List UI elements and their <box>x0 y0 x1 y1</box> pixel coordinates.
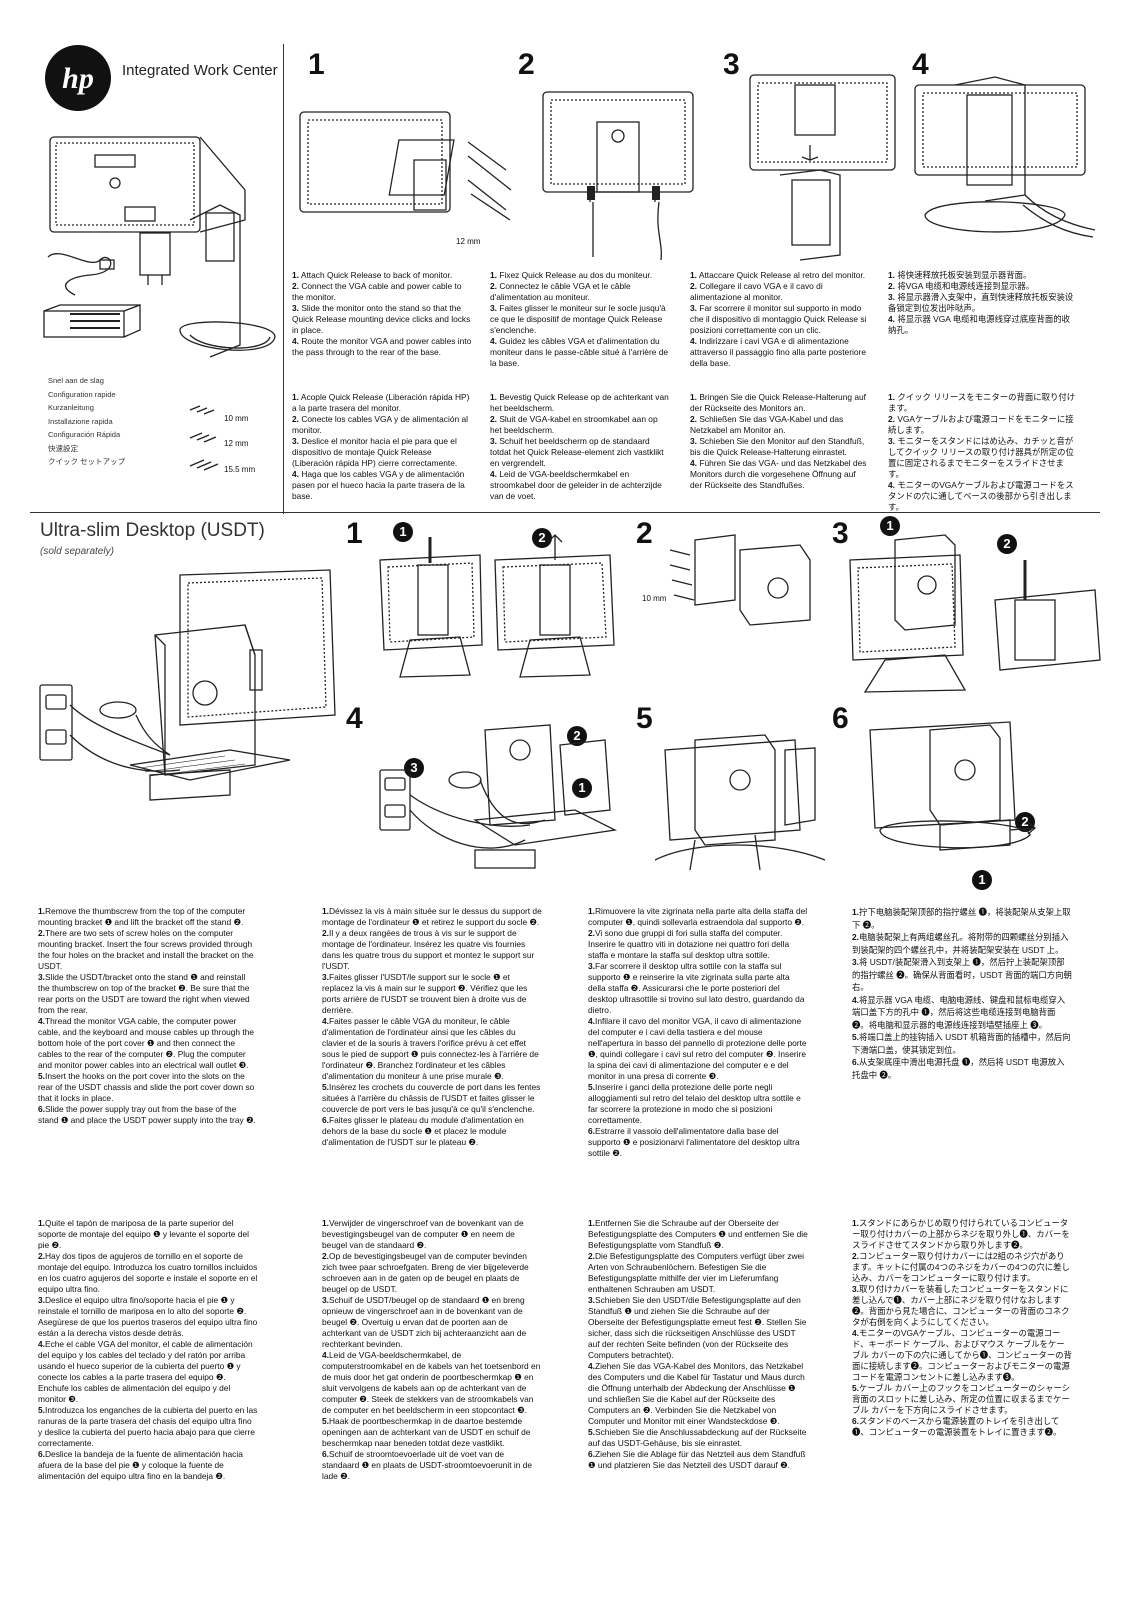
top-step-number-1: 1 <box>308 48 325 81</box>
top-instructions-nl: 1. Bevestig Quick Release op de achterka… <box>490 392 669 501</box>
callout-step4-3: 3 <box>404 758 424 778</box>
top-step-1-illustration <box>299 111 512 221</box>
usdt-subtitle: (sold separately) <box>40 546 114 557</box>
language-legend: Snel aan de slag Configuration rapide Ku… <box>48 374 125 469</box>
callout-step3-2: 2 <box>997 534 1017 554</box>
usdt-title: Ultra-slim Desktop (USDT) <box>40 520 265 541</box>
top-step-1-dim-12mm: 12 mm <box>456 237 481 246</box>
usdt-instructions-zh: 1.拧下电脑装配架顶部的指拧螺丝 ❶，将装配架从支架上取下 ❷。 2.电脑装配架… <box>852 907 1072 1080</box>
callout-step6-2: 2 <box>1015 812 1035 832</box>
top-step-number-4: 4 <box>912 48 929 81</box>
screw-size-15-5mm: 15.5 mm <box>224 465 256 474</box>
legend-lang-es: Configuración Rápida <box>48 430 121 439</box>
legend-lang-nl: Snel aan de slag <box>48 376 104 385</box>
top-instructions-de: 1. Bringen Sie die Quick Release-Halteru… <box>690 392 867 490</box>
usdt-instructions-fr: 1.Dévissez la vis à main située sur le d… <box>322 906 542 1147</box>
kit-illustration <box>43 136 276 358</box>
top-step-3-illustration <box>749 74 896 261</box>
product-title: Integrated Work Center <box>122 62 278 79</box>
top-instructions-ja: 1. クイック リリースをモニターの背面に取り付けます。 2. VGAケーブルお… <box>888 392 1076 512</box>
callout-step1-2: 2 <box>532 528 552 548</box>
usdt-step-number-5: 5 <box>636 702 653 735</box>
legend-lang-fr: Configuration rapide <box>48 389 116 399</box>
usdt-instructions-en: 1.Remove the thumbscrew from the top of … <box>38 906 256 1125</box>
usdt-step-1-illustration <box>379 534 615 678</box>
callout-step1-1: 1 <box>393 522 413 542</box>
top-instructions-fr: 1. Fixez Quick Release au dos du moniteu… <box>490 270 669 368</box>
usdt-step-4-illustration <box>379 724 618 869</box>
callout-step6-1: 1 <box>972 870 992 890</box>
usdt-step-6-illustration <box>869 721 1036 851</box>
usdt-step-number-6: 6 <box>832 702 849 735</box>
callout-step4-2: 2 <box>567 726 587 746</box>
usdt-step-number-4: 4 <box>346 702 363 735</box>
top-instructions-en: 1. Attach Quick Release to back of monit… <box>292 270 472 357</box>
usdt-step-2-dim-10mm: 10 mm <box>642 594 667 603</box>
usdt-step-number-1: 1 <box>346 517 363 550</box>
callout-step4-1: 1 <box>572 778 592 798</box>
usdt-instructions-it: 1.Rimuovere la vite zigrinata nella part… <box>588 906 808 1158</box>
hp-logo: hp <box>44 44 112 112</box>
usdt-assembled-illustration <box>39 569 336 801</box>
screw-size-12mm: 12 mm <box>224 439 249 448</box>
top-instructions-zh: 1. 将快速释放托板安装到显示器背面。 2. 将VGA 电缆和电源线连接到显示器… <box>888 270 1074 335</box>
legend-lang-de: Kurzanleitung <box>48 403 94 412</box>
top-step-number-2: 2 <box>518 48 535 81</box>
usdt-instructions-nl: 1.Verwijder de vingerschroef van de bove… <box>322 1218 541 1481</box>
usdt-step-5-illustration <box>655 734 826 871</box>
legend-lang-zh: 快速設定 <box>48 443 78 453</box>
top-instructions-es: 1. Acople Quick Release (Liberación rápi… <box>292 392 470 501</box>
usdt-step-number-2: 2 <box>636 517 653 550</box>
top-step-2-illustration <box>542 91 694 261</box>
top-step-4-illustration <box>914 76 1096 238</box>
callout-step3-1: 1 <box>880 516 900 536</box>
usdt-instructions-de: 1.Entfernen Sie die Schraube auf der Obe… <box>588 1218 808 1470</box>
usdt-step-3-illustration <box>849 534 1101 693</box>
usdt-step-number-3: 3 <box>832 517 849 550</box>
legend-lang-ja: クイック セットアップ <box>48 457 126 466</box>
header-divider <box>283 44 284 514</box>
top-instructions-it: 1. Attaccare Quick Release al retro del … <box>690 270 867 368</box>
usdt-instructions-ja: 1.スタンドにあらかじめ取り付けられているコンピューター取り付けカバーの上部から… <box>852 1218 1072 1437</box>
screw-size-10mm: 10 mm <box>224 414 249 423</box>
usdt-step-2-illustration <box>669 534 811 626</box>
svg-text:hp: hp <box>62 62 94 95</box>
top-step-number-3: 3 <box>723 48 740 81</box>
screws-illustration <box>189 405 219 471</box>
legend-lang-it: Installazione rapida <box>48 416 113 426</box>
usdt-instructions-es: 1.Quite el tapón de mariposa de la parte… <box>38 1218 258 1481</box>
section-divider <box>30 512 1100 513</box>
